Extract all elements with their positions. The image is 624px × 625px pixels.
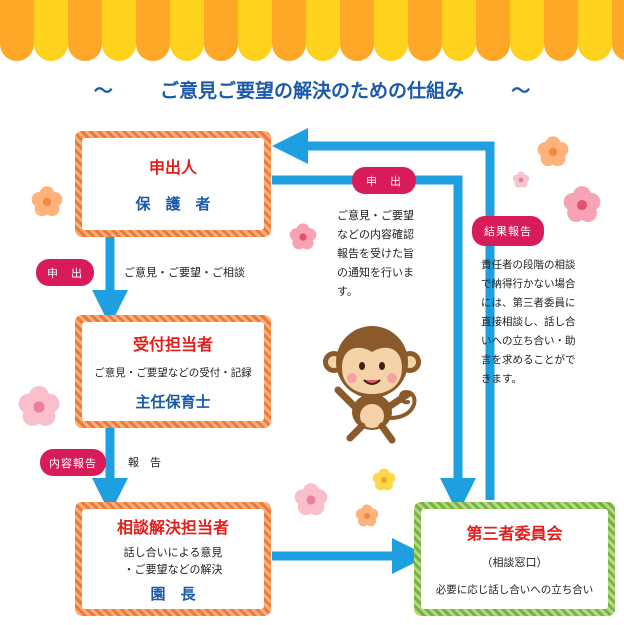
daisansha-box: 第三者委員会 （相談窓口） 必要に応じ話し合いへの立ち合い	[414, 502, 615, 616]
soudan-subtitle: 園 長	[150, 584, 196, 603]
moushide-box: 申出人 保 護 者	[75, 131, 271, 237]
kekka-houkoku-pill: 結果報告	[472, 216, 544, 246]
awning-decoration	[0, 0, 624, 61]
awning-scallop	[102, 0, 136, 61]
confirm-note-line: ご意見・ご要望	[337, 209, 414, 222]
confirm-note-line: などの内容確認	[337, 228, 414, 241]
confirm-note: ご意見・ご要望などの内容確認報告を受けた旨の通知を行います。	[337, 206, 414, 301]
awning-scallop	[170, 0, 204, 61]
awning-scallop	[340, 0, 374, 61]
uketsuke-title: 受付担当者	[132, 335, 213, 355]
result-note-line: きます。	[481, 373, 522, 385]
daisansha-desc: （相談窓口）	[481, 556, 548, 569]
moushide-pill-top: 申 出	[352, 167, 416, 194]
moushide-pill-left: 申 出	[36, 259, 94, 286]
confirm-note-line: 報告を受けた旨	[337, 247, 414, 260]
soudan-title: 相談解決担当者	[116, 518, 229, 538]
awning-scallop	[272, 0, 306, 61]
result-note-line: 言を求めることがで	[481, 354, 576, 366]
awning-scallop	[204, 0, 238, 61]
naiyou-houkoku-pill: 内容報告	[40, 449, 106, 476]
daisansha-note: 必要に応じ話し合いへの立ち合い	[435, 583, 594, 596]
awning-scallop	[510, 0, 544, 61]
awning-scallop	[476, 0, 510, 61]
soudan-desc: 話し合いによる意見 ・ご要望などの解決	[124, 544, 223, 578]
moushide-title: 申出人	[148, 157, 197, 177]
page-title: ～ ご意見ご要望の解決のための仕組み ～	[0, 76, 624, 103]
result-note: 責任者の段階の相談で納得行かない場合には、第三者委員に直接相談し、話し合いへの立…	[481, 256, 576, 389]
awning-scallop	[238, 0, 272, 61]
soudan-desc-line2: ・ご要望などの解決	[123, 562, 223, 576]
awning-scallop	[408, 0, 442, 61]
moushide-subtitle: 保 護 者	[135, 195, 211, 214]
confirm-note-line: す。	[337, 285, 358, 298]
arrow-daisansha-to-moushide	[272, 128, 495, 500]
report-note: 報 告	[128, 456, 161, 469]
soudan-desc-line1: 話し合いによる意見	[123, 545, 223, 559]
awning-scallop	[136, 0, 170, 61]
awning-scallop	[34, 0, 68, 61]
uketsuke-desc: ご意見・ご要望などの受付・記録	[94, 366, 252, 379]
awning-scallop	[442, 0, 476, 61]
daisansha-title: 第三者委員会	[466, 523, 563, 543]
title-right-tilde: ～	[511, 80, 531, 102]
result-note-line: には、第三者委員に	[481, 297, 576, 309]
request-note: ご意見・ご要望・ご相談	[124, 266, 245, 279]
monkey-illustration	[323, 326, 421, 444]
result-note-line: 直接相談し、話し合	[481, 316, 576, 328]
awning-scallop	[68, 0, 102, 61]
title-left-tilde: ～	[93, 80, 113, 102]
result-note-line: 責任者の段階の相談	[481, 259, 576, 271]
awning-scallop	[612, 0, 624, 61]
awning-scallop	[0, 0, 34, 61]
awning-scallop	[306, 0, 340, 61]
result-note-line: で納得行かない場合	[481, 278, 576, 290]
awning-scallop	[578, 0, 612, 61]
confirm-note-line: の通知を行いま	[337, 266, 414, 279]
awning-scallop	[374, 0, 408, 61]
awning-scallop	[544, 0, 578, 61]
arrow-moushide-to-daisansha	[272, 175, 476, 514]
uketsuke-subtitle: 主任保育士	[135, 392, 211, 411]
uketsuke-box: 受付担当者 ご意見・ご要望などの受付・記録 主任保育士	[75, 315, 271, 428]
result-note-line: いへの立ち合い・助	[481, 335, 576, 347]
title-text: ご意見ご要望の解決のための仕組み	[159, 80, 464, 102]
soudan-box: 相談解決担当者 話し合いによる意見 ・ご要望などの解決 園 長	[75, 502, 271, 616]
